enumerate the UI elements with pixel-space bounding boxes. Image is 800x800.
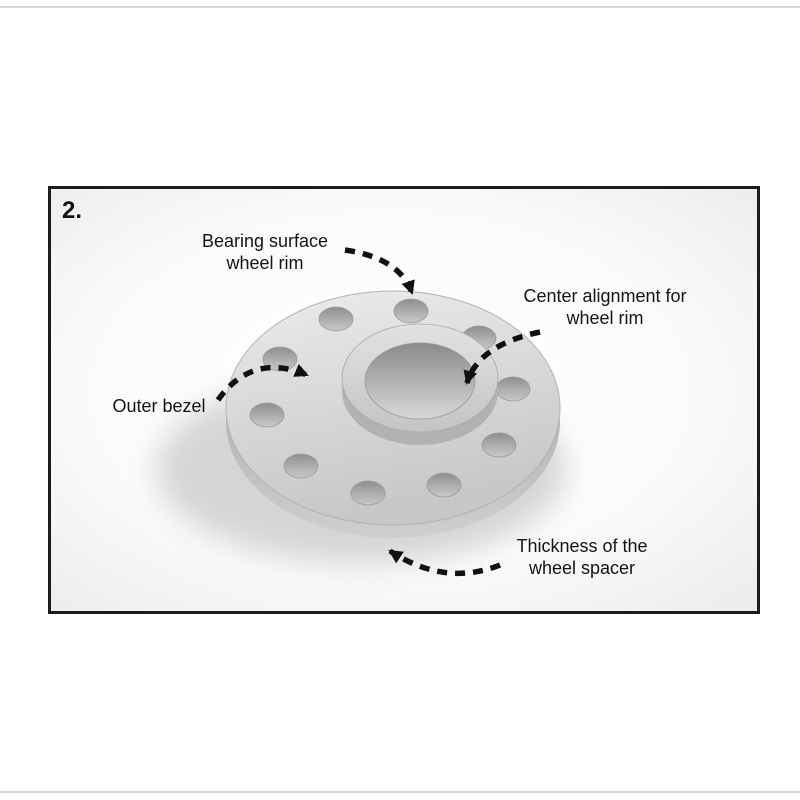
wheel-spacer-illustration	[51, 189, 757, 611]
bolt-hole	[495, 376, 531, 402]
bolt-hole	[262, 346, 298, 372]
label-center-alignment: Center alignment for wheel rim	[523, 286, 687, 328]
bottom-edge-line	[0, 791, 800, 793]
label-thickness: Thickness of the wheel spacer	[516, 536, 648, 578]
bolt-hole	[393, 298, 429, 324]
center-hub	[341, 323, 499, 445]
diagram-frame: 2. Bearing surface wheel rim Center alig…	[48, 186, 760, 614]
bolt-hole	[350, 480, 386, 506]
top-edge-line	[0, 6, 800, 8]
arrow-thickness	[388, 548, 502, 577]
bolt-hole	[249, 402, 285, 428]
bolt-hole	[481, 432, 517, 458]
step-number: 2.	[62, 197, 83, 224]
annotation-arrows	[215, 247, 541, 577]
arrow-bearing-surface	[344, 247, 415, 295]
label-outer-bezel: Outer bezel	[112, 396, 206, 416]
bolt-hole	[318, 306, 354, 332]
bolt-hole	[283, 453, 319, 479]
label-bearing-surface: Bearing surface wheel rim	[201, 231, 329, 273]
center-bore	[364, 342, 476, 420]
bolt-hole	[426, 472, 462, 498]
